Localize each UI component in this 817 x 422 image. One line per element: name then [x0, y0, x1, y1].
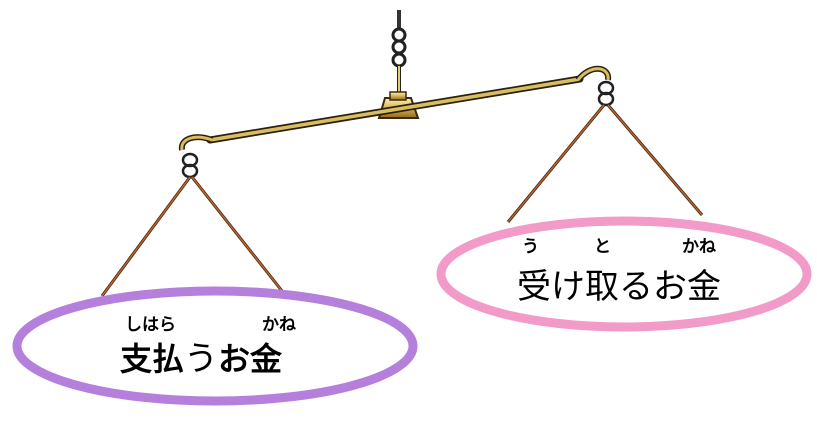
left-ruby-kane: かね: [262, 315, 296, 335]
left-ropes: [100, 176, 288, 297]
hanger-rod: [391, 10, 407, 92]
left-pan: しはら かね 支払うお金: [12, 286, 418, 406]
right-ruby-u: う: [522, 237, 539, 257]
right-pan-ring: [436, 216, 812, 332]
left-label-shiharau: 支払: [120, 340, 184, 378]
left-pan-ring: [12, 286, 418, 406]
right-ruby-kane: かね: [682, 237, 716, 257]
left-pan-label: 支払うお金: [120, 339, 283, 379]
left-label-u: う: [184, 339, 218, 379]
left-chain: [181, 152, 199, 179]
balance-beam: [178, 65, 612, 151]
left-label-okane: お金: [218, 340, 283, 378]
right-ropes: [506, 104, 704, 223]
right-pan-label: 受け取るお金: [517, 267, 721, 307]
right-chain: [597, 80, 615, 107]
left-ruby-shiharau: しはら: [125, 315, 176, 335]
right-ruby-to: と: [594, 237, 611, 257]
right-pan: う と かね 受け取るお金: [436, 216, 812, 332]
